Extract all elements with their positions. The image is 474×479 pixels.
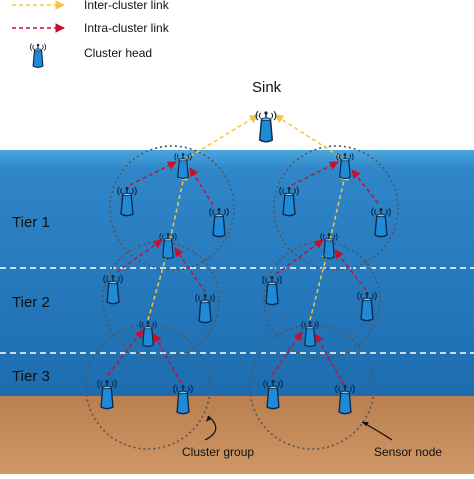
cluster-group-pointer-head (206, 416, 211, 422)
legend: Inter-cluster link Intra-cluster link Cl… (12, 0, 170, 68)
intra-cluster-links (107, 161, 379, 386)
annotations: Cluster group Sensor node (182, 415, 442, 459)
intra-cluster-link (275, 239, 324, 275)
inter-cluster-link (329, 171, 349, 241)
tier-label-1: Tier 1 (12, 214, 50, 231)
intra-cluster-link (334, 249, 367, 291)
intra-cluster-link (351, 169, 379, 204)
legend-inter-cluster-label: Inter-cluster link (84, 0, 170, 12)
inter-cluster-link (309, 249, 331, 321)
legend-intra-cluster-label: Intra-cluster link (84, 21, 170, 35)
intra-cluster-link (153, 333, 182, 384)
cluster-group-circle (263, 241, 381, 359)
sky-background (0, 0, 474, 150)
legend-cluster-head-label: Cluster head (84, 46, 152, 60)
intra-cluster-link (116, 239, 163, 273)
intra-cluster-link (314, 333, 345, 386)
sink-label: Sink (252, 79, 282, 96)
intra-cluster-link (107, 329, 144, 376)
cluster-group-circle (249, 324, 375, 450)
water-body (0, 150, 474, 396)
cluster-group-label: Cluster group (182, 445, 254, 459)
inter-cluster-link (183, 114, 259, 161)
intra-cluster-link (129, 161, 177, 186)
cluster-group-pointer (204, 415, 217, 441)
intra-cluster-link (291, 161, 339, 186)
intra-cluster-link (174, 247, 206, 293)
intra-cluster-link (271, 331, 303, 376)
inter-cluster-link (147, 249, 171, 321)
intra-cluster-link (189, 167, 214, 206)
cluster-group-circle (102, 241, 220, 359)
cluster-group-circle (109, 145, 235, 271)
cluster-group-circle (273, 145, 399, 271)
seabed (0, 396, 474, 474)
tier-label-2: Tier 2 (12, 294, 50, 311)
inter-cluster-link (169, 171, 188, 241)
sensor-node-pointer-head (362, 422, 369, 426)
sensor-node-label: Sensor node (374, 445, 442, 459)
inter-cluster-links (147, 114, 349, 321)
tier-label-3: Tier 3 (12, 368, 50, 385)
